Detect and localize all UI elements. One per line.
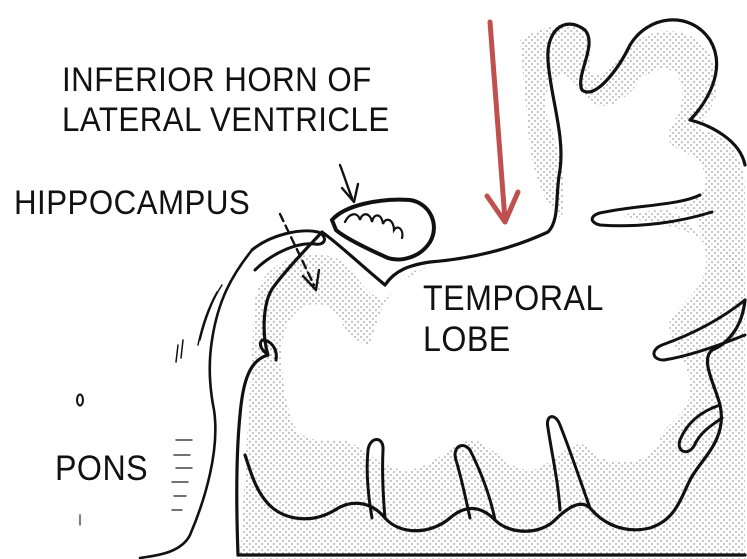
temporal-lobe-label: TEMPORAL LOBE xyxy=(423,278,604,361)
hippocampus-label: HIPPOCAMPUS xyxy=(14,183,250,223)
pons-label: PONS xyxy=(55,448,148,489)
pons-small-oval xyxy=(77,395,83,406)
inferior-horn-label: INFERIOR HORN OF LATERAL VENTRICLE xyxy=(62,60,390,140)
inferior-horn-label-line-2: LATERAL VENTRICLE xyxy=(62,100,390,140)
inferior-horn-label-line-1: INFERIOR HORN OF xyxy=(62,60,390,100)
hippocampal-fissure xyxy=(140,250,252,558)
temporal-lobe-label-line-2: LOBE xyxy=(423,319,604,360)
down-arrow-icon xyxy=(487,22,518,222)
temporal-lobe-label-line-1: TEMPORAL xyxy=(423,278,604,319)
